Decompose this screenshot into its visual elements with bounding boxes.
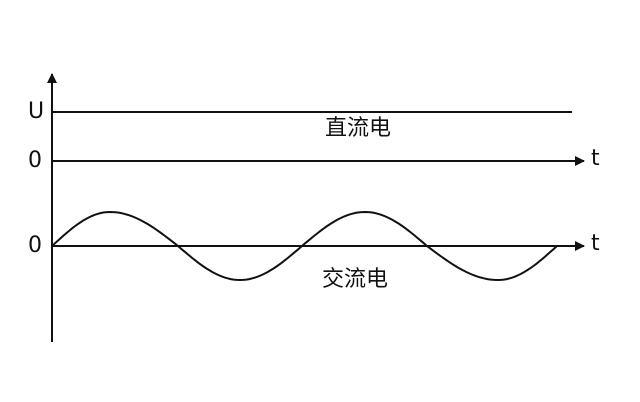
dc-t-axis-label: t [591,146,600,171]
u-level-label: U [28,99,45,124]
ac-zero-label: 0 [28,233,42,258]
ac-t-axis-label: t [591,231,600,256]
ac-caption: 交流电 [322,267,389,292]
dc-zero-label: 0 [28,148,42,173]
ac-sine-wave [51,210,558,282]
dc-caption: 直流电 [325,116,392,141]
